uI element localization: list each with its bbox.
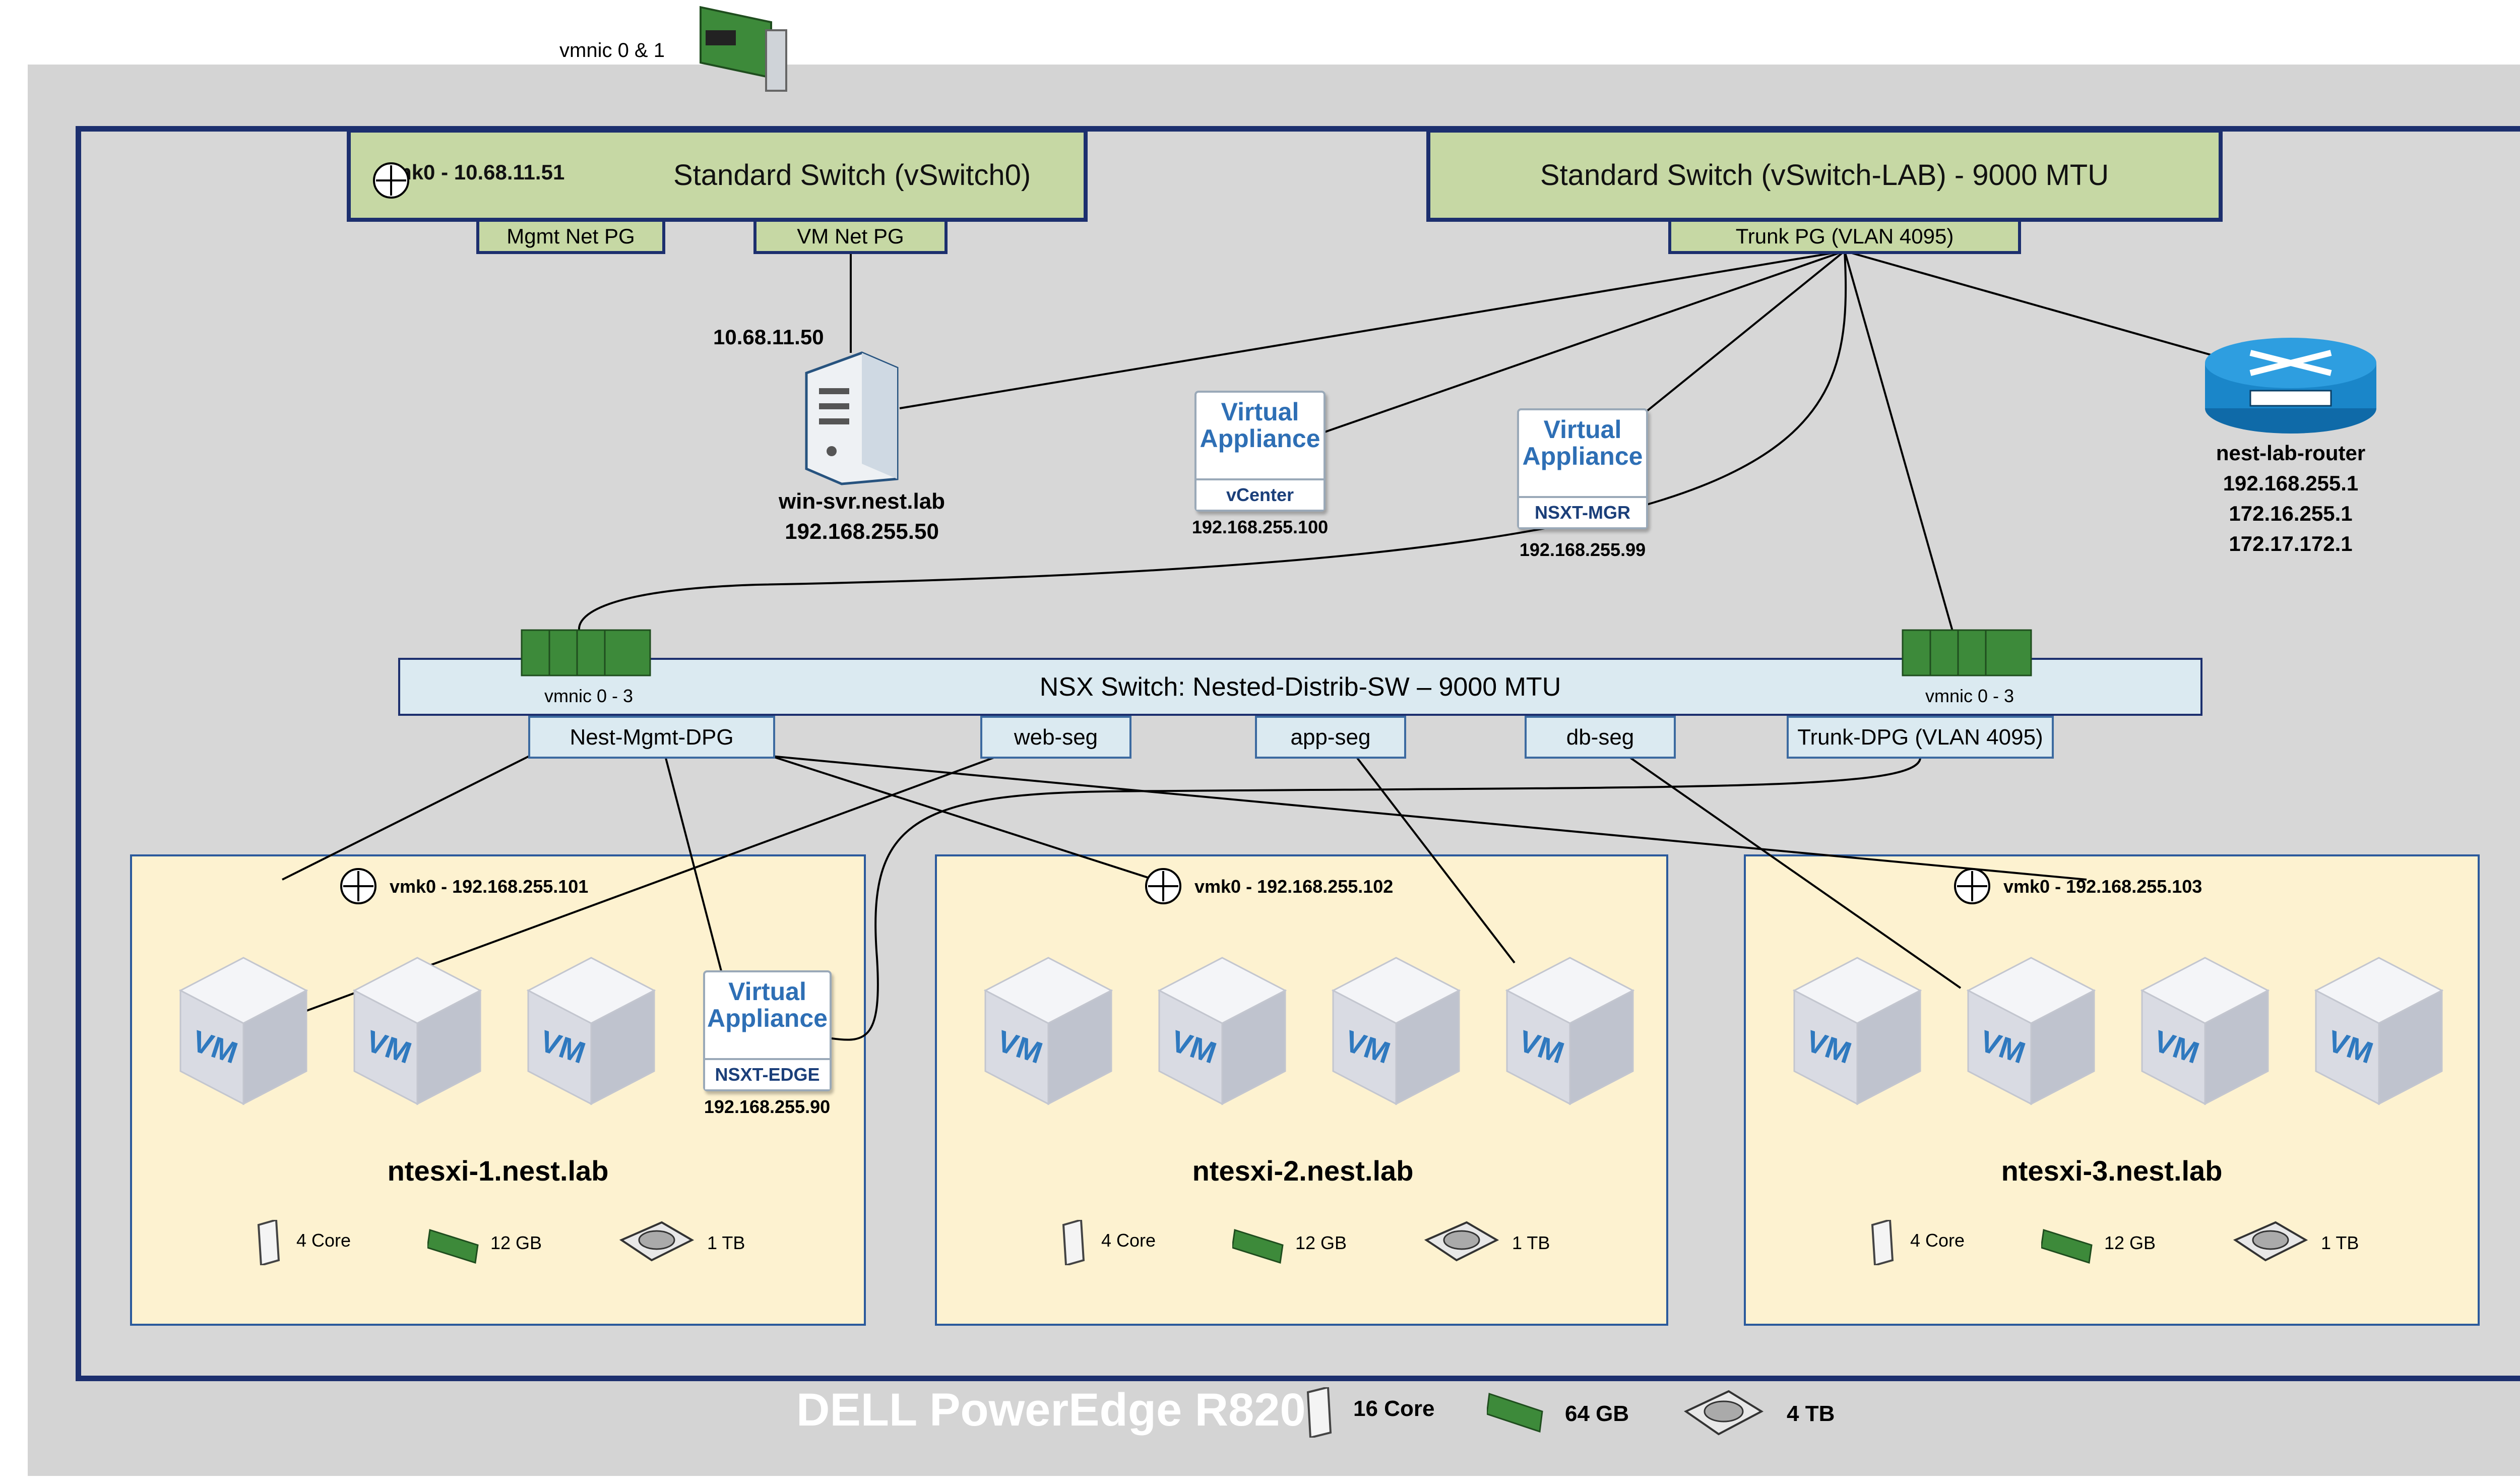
vswitch0-title: Standard Switch (vSwitch0) bbox=[673, 159, 1031, 192]
vmnic-left-label: vmnic 0 - 3 bbox=[544, 686, 634, 706]
host-disk: 1 TB bbox=[1512, 1232, 1550, 1253]
vm-cube-icon[interactable]: VM bbox=[518, 953, 664, 1109]
router-ip3: 172.17.172.1 bbox=[2229, 532, 2353, 555]
cpu-icon bbox=[1062, 1220, 1085, 1265]
tower-server-icon[interactable] bbox=[801, 348, 902, 489]
host-vmk-label: vmk0 - 192.168.255.102 bbox=[1194, 876, 1394, 897]
nsxmgr-title2: Appliance bbox=[1522, 442, 1643, 470]
vswitch-lab-title: Standard Switch (vSwitch-LAB) - 9000 MTU bbox=[1540, 159, 2109, 192]
nic-card-icon bbox=[521, 629, 651, 676]
host-core: 4 Core bbox=[1910, 1230, 1965, 1251]
vmk0-label: vmk0 - 10.68.11.51 bbox=[381, 160, 565, 184]
hard-disk-icon bbox=[1424, 1221, 1499, 1262]
hard-disk-icon bbox=[1684, 1390, 1764, 1436]
nsxedge-ip: 192.168.255.90 bbox=[704, 1096, 831, 1117]
router-icon[interactable] bbox=[2200, 333, 2381, 439]
host-name: ntesxi-3.nest.lab bbox=[2001, 1155, 2223, 1187]
host-disk: 1 TB bbox=[2321, 1232, 2359, 1253]
segment-app-seg[interactable]: app-seg bbox=[1255, 716, 1406, 759]
vswitch-lab-box[interactable]: Standard Switch (vSwitch-LAB) - 9000 MTU bbox=[1426, 129, 2223, 222]
vm-cube-icon[interactable]: VM bbox=[170, 953, 317, 1109]
segment-db-seg[interactable]: db-seg bbox=[1525, 716, 1676, 759]
segment-trunk-dpg[interactable]: Trunk-DPG (VLAN 4095) bbox=[1787, 716, 2054, 759]
vm-cube-icon[interactable]: VM bbox=[975, 953, 1121, 1109]
host-core: 4 Core bbox=[296, 1230, 351, 1251]
win-svr-name: win-svr.nest.lab bbox=[778, 489, 946, 514]
router-ip1: 192.168.255.1 bbox=[2223, 471, 2359, 495]
vm-cube-icon[interactable]: VM bbox=[2132, 953, 2278, 1109]
vcenter-title1: Virtual bbox=[1221, 398, 1299, 426]
vswitch0-box[interactable]: vmk0 - 10.68.11.51 Standard Switch (vSwi… bbox=[347, 129, 1088, 222]
win-svr-ip: 192.168.255.50 bbox=[785, 519, 939, 544]
host-ram: 12 GB bbox=[490, 1232, 542, 1253]
vm-cube-icon[interactable]: VM bbox=[1323, 953, 1469, 1109]
win-svr-ip-top: 10.68.11.50 bbox=[713, 325, 824, 349]
hard-disk-icon bbox=[2233, 1221, 2308, 1262]
host-disk: 1 TB bbox=[707, 1232, 745, 1253]
host-name: ntesxi-1.nest.lab bbox=[387, 1155, 609, 1187]
host-ram: 12 GB bbox=[2104, 1232, 2156, 1253]
vmkernel-port-icon bbox=[340, 868, 376, 904]
vm-cube-icon[interactable]: VM bbox=[2306, 953, 2452, 1109]
vcenter-title2: Appliance bbox=[1200, 424, 1320, 453]
vm-cube-icon[interactable]: VM bbox=[1958, 953, 2104, 1109]
memory-icon bbox=[2041, 1229, 2093, 1264]
vm-cube-icon[interactable]: VM bbox=[1784, 953, 1930, 1109]
nsxmgr-ip: 192.168.255.99 bbox=[1519, 539, 1646, 560]
server-ram: 64 GB bbox=[1565, 1401, 1629, 1426]
nsxedge-name: NSXT-EDGE bbox=[705, 1058, 830, 1089]
vmkernel-port-icon bbox=[1145, 868, 1181, 904]
mgmt-net-pg[interactable]: Mgmt Net PG bbox=[476, 219, 665, 254]
host-ram: 12 GB bbox=[1295, 1232, 1347, 1253]
segment-web-seg[interactable]: web-seg bbox=[980, 716, 1131, 759]
host-name: ntesxi-2.nest.lab bbox=[1192, 1155, 1414, 1187]
cpu-icon bbox=[1306, 1387, 1332, 1438]
trunk-pg[interactable]: Trunk PG (VLAN 4095) bbox=[1668, 219, 2021, 254]
vcenter-ip: 192.168.255.100 bbox=[1191, 517, 1329, 537]
host-core: 4 Core bbox=[1101, 1230, 1156, 1251]
nsxmgr-title1: Virtual bbox=[1543, 415, 1622, 444]
nsx-switch-title: NSX Switch: Nested-Distrib-SW – 9000 MTU bbox=[1039, 672, 1561, 702]
host-vmk-label: vmk0 - 192.168.255.103 bbox=[2003, 876, 2202, 897]
cpu-icon bbox=[257, 1220, 280, 1265]
memory-icon bbox=[1487, 1392, 1543, 1433]
router-ip2: 172.16.255.1 bbox=[2229, 502, 2353, 525]
vcenter-name: vCenter bbox=[1196, 478, 1324, 510]
vmkernel-port-icon bbox=[1954, 868, 1990, 904]
vm-net-pg[interactable]: VM Net PG bbox=[753, 219, 948, 254]
host-vmk-label: vmk0 - 192.168.255.101 bbox=[390, 876, 589, 897]
memory-icon bbox=[427, 1229, 479, 1264]
vmnic-right-label: vmnic 0 - 3 bbox=[1925, 686, 2014, 706]
memory-icon bbox=[1232, 1229, 1284, 1264]
vmnic-top-label: vmnic 0 & 1 bbox=[559, 39, 665, 61]
router-name: nest-lab-router bbox=[2216, 441, 2366, 465]
nsx-switch[interactable]: NSX Switch: Nested-Distrib-SW – 9000 MTU bbox=[398, 658, 2202, 716]
server-disk: 4 TB bbox=[1787, 1401, 1835, 1426]
server-name: DELL PowerEdge R820 bbox=[796, 1384, 1306, 1436]
server-core: 16 Core bbox=[1353, 1396, 1435, 1421]
nsxedge-title2: Appliance bbox=[707, 1004, 828, 1032]
nic-card-icon bbox=[1902, 629, 2032, 676]
hard-disk-icon bbox=[619, 1221, 695, 1262]
nic-card-icon bbox=[700, 6, 787, 92]
vm-cube-icon[interactable]: VM bbox=[1497, 953, 1643, 1109]
vm-cube-icon[interactable]: VM bbox=[344, 953, 490, 1109]
segment-nest-mgmt-dpg[interactable]: Nest-Mgmt-DPG bbox=[528, 716, 775, 759]
vm-cube-icon[interactable]: VM bbox=[1149, 953, 1295, 1109]
nsxedge-title1: Virtual bbox=[728, 977, 806, 1006]
vmkernel-port-icon bbox=[373, 162, 409, 199]
nsxmgr-name: NSXT-MGR bbox=[1519, 496, 1646, 527]
cpu-icon bbox=[1871, 1220, 1894, 1265]
